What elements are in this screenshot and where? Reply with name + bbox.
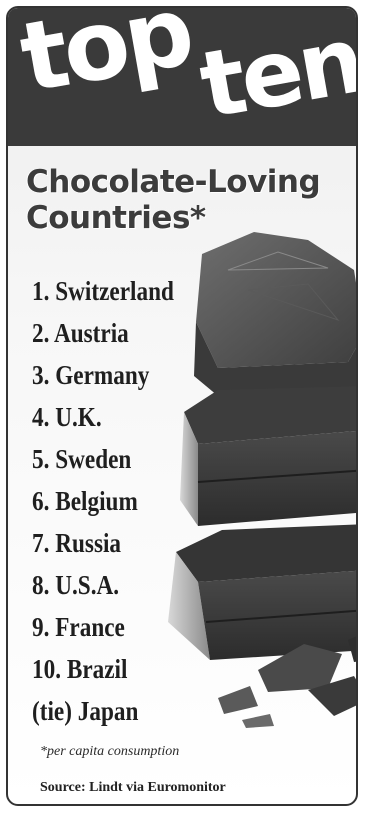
ranking-item-5: 5. Sweden [32,444,132,474]
chocolate-pieces-illustration [168,232,356,728]
chocolate-piece-bottom [168,524,356,660]
footnote: *per capita consumption [40,744,180,759]
banner-word-top: top [12,8,199,115]
chocolate-shards [218,636,356,728]
chocolate-piece-top [194,232,356,396]
ranking-item-4: 4. U.K. [32,402,102,432]
source-credit: Source: Lindt via Euromonitor [40,780,226,795]
chocolate-piece-middle [180,386,356,526]
ranking-item-1: 1. Switzerland [32,276,174,306]
top-ten-banner: top ten [8,8,356,146]
ranking-item-3: 3. Germany [32,360,150,390]
banner-word-ten: ten [192,8,356,140]
headline-line-1: Chocolate-Loving [26,164,321,200]
ranking-item-tie: (tie) Japan [32,696,139,726]
headline: Chocolate-Loving Countries* [26,164,356,236]
ranking-item-2: 2. Austria [32,318,129,348]
ranking-list: 1. Switzerland 2. Austria 3. Germany 4. … [32,270,197,732]
headline-line-2: Countries* [26,200,206,236]
ranking-item-7: 7. Russia [32,528,122,558]
top-ten-panel: top ten Chocolate-Loving Countries* [6,6,358,806]
ranking-item-8: 8. U.S.A. [32,570,120,600]
ranking-item-9: 9. France [32,612,125,642]
ranking-item-10: 10. Brazil [32,654,128,684]
ranking-item-6: 6. Belgium [32,486,138,516]
